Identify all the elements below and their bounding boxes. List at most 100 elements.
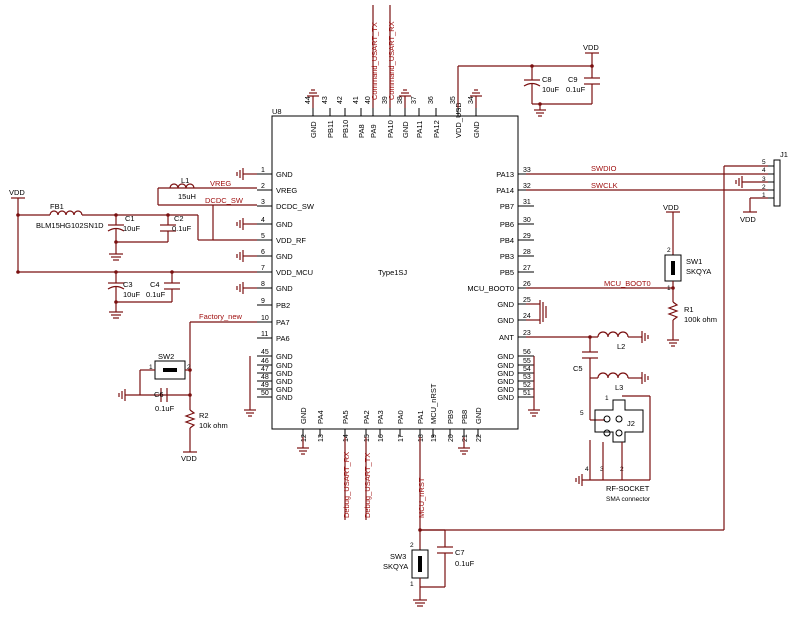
l1-val: 15uH: [178, 192, 196, 201]
bottom-pin-number: 16: [378, 434, 385, 442]
right-pin-name: GND: [497, 369, 514, 378]
net-cmd-tx: Command_USART_TX: [370, 22, 379, 100]
left-pin-number: 7: [261, 265, 265, 272]
left-pin-number: 47: [261, 366, 269, 373]
j2-pin4: 4: [585, 466, 589, 473]
bottom-pin-number: 22: [476, 434, 483, 442]
left-pin-number: 45: [261, 349, 269, 356]
j2-pin3: 3: [600, 466, 604, 473]
j1-pin5: 5: [762, 159, 766, 166]
chip-part: Type1SJ: [378, 268, 407, 277]
r2-val: 10k ohm: [199, 421, 228, 430]
left-pin-number: 1: [261, 167, 265, 174]
j2-pin1: 1: [605, 395, 609, 402]
net-dbg-tx: Debug_USART_TX: [363, 453, 372, 518]
right-pin-number: 54: [523, 366, 531, 373]
right-pin-number: 30: [523, 217, 531, 224]
c4-ref: C4: [150, 280, 160, 289]
right-pin-number: 53: [523, 374, 531, 381]
vdd-label-top: VDD: [583, 43, 599, 52]
bottom-pin-number: 18: [418, 434, 425, 442]
vdd-label-sw1: VDD: [663, 203, 679, 212]
right-pin-name: ANT: [499, 333, 514, 342]
junction-dot: [530, 64, 534, 68]
left-pin-name: GND: [276, 352, 293, 361]
right-pin-number: 25: [523, 297, 531, 304]
antenna-network: L2 C5 L3 J2 1 5 4 3 2 RF-SOCKET SMA conn…: [526, 331, 651, 503]
j2-ref: J2: [627, 419, 635, 428]
bottom-nets: Debug_USART_RX Debug_USART_TX MCU_nRST: [297, 437, 470, 550]
l3-ref: L3: [615, 383, 623, 392]
c2-val: 0.1uF: [172, 224, 192, 233]
bottom-pin-name: GND: [474, 407, 483, 424]
top-pin-name: GND: [472, 121, 481, 138]
top-pin-number: 42: [337, 96, 344, 104]
right-pin-name: PB3: [500, 252, 514, 261]
bottom-pins: 12GND13PA414PA515PA216PA317PA018PA119MCU…: [299, 383, 483, 442]
left-pin-name: GND: [276, 385, 293, 394]
c9-ref: C9: [568, 75, 578, 84]
right-pin-number: 28: [523, 249, 531, 256]
top-pin-number: 36: [428, 96, 435, 104]
junction-dot: [114, 213, 118, 217]
bottom-pin-name: PA3: [376, 410, 385, 424]
right-pin-number: 51: [523, 390, 531, 397]
sw3-pin1: 1: [410, 581, 414, 588]
r1-ref: R1: [684, 305, 694, 314]
right-pin-name: GND: [497, 352, 514, 361]
bottom-pin-number: 19: [431, 434, 438, 442]
r2-ref: R2: [199, 411, 209, 420]
net-nrst: MCU_nRST: [417, 477, 426, 518]
top-pin-number: 35: [450, 96, 457, 104]
right-pin-number: 52: [523, 382, 531, 389]
sw1-actuator: [671, 261, 675, 275]
top-pin-name: PB10: [341, 120, 350, 138]
left-pin-name: GND: [276, 377, 293, 386]
top-pin-name: GND: [309, 121, 318, 138]
left-pin-number: 50: [261, 390, 269, 397]
right-pin-number: 23: [523, 330, 531, 337]
left-pin-name: GND: [276, 170, 293, 179]
l2-ref: L2: [617, 342, 625, 351]
net-dbg-rx: Debug_USART_RX: [342, 452, 351, 518]
right-pin-name: MCU_BOOT0: [467, 284, 514, 293]
left-pin-number: 11: [261, 331, 268, 338]
right-pin-number: 26: [523, 281, 531, 288]
right-pin-name: PB4: [500, 236, 514, 245]
right-pin-name: GND: [497, 361, 514, 370]
top-pin-number: 34: [468, 96, 475, 104]
right-pin-number: 24: [523, 313, 531, 320]
sw2-ref: SW2: [158, 352, 174, 361]
top-pin-number: 39: [382, 96, 389, 104]
c4-val: 0.1uF: [146, 290, 166, 299]
fb1-val: BLM15HG102SN1D: [36, 221, 104, 230]
vdd-label-left: VDD: [9, 188, 25, 197]
top-pin-number: 44: [305, 96, 312, 104]
sw1-pin2: 2: [667, 247, 671, 254]
right-pin-name: GND: [497, 377, 514, 386]
sw1-pin1: 1: [667, 285, 671, 292]
junction-dot: [588, 335, 592, 339]
bottom-pin-name: PA0: [396, 410, 405, 424]
c7-ref: C7: [455, 548, 465, 557]
right-pin-name: GND: [497, 300, 514, 309]
factory-reset-circuit: Factory_new SW2 1 2 C6 0.1uF R2 10k ohm …: [118, 312, 257, 463]
junction-dot: [188, 393, 192, 397]
bottom-pin-name: GND: [299, 407, 308, 424]
left-pin-number: 2: [261, 183, 265, 190]
j1-pin1: 1: [762, 192, 766, 199]
chip-ref: U8: [272, 107, 282, 116]
junction-dot: [16, 270, 20, 274]
boot-circuit: MCU_BOOT0 VDD 2 1 SW1 SKQYA R1 100k ohm: [526, 203, 717, 347]
c8-ref: C8: [542, 75, 552, 84]
l1-inductor: L1 15uH VREG DCDC_SW: [157, 176, 257, 241]
left-pin-name: VDD_MCU: [276, 268, 313, 277]
left-pin-number: 48: [261, 374, 269, 381]
right-gnds: [526, 300, 547, 417]
swd-connector: SWDIO SWCLK J1 5 4 3 2 1 VDD: [420, 150, 788, 531]
c6-ref: C6: [154, 390, 164, 399]
bottom-pin-number: 13: [318, 434, 325, 442]
net-cmd-rx: Command_USART_RX: [387, 21, 396, 100]
left-pin-name: VDD_RF: [276, 236, 306, 245]
